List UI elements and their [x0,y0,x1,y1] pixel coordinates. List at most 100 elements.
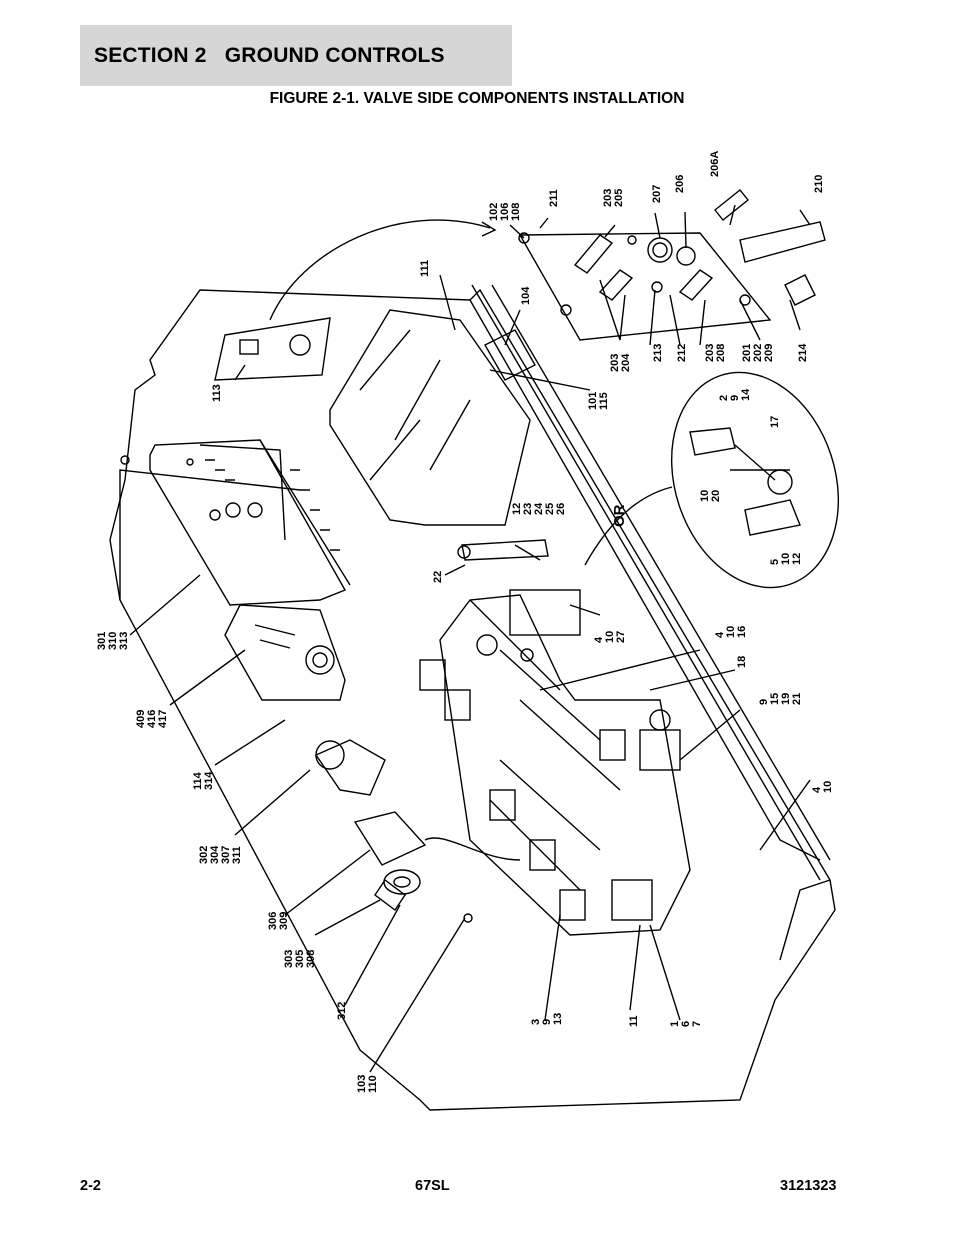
callout-209: 209 [763,344,775,362]
callout-203c: 203 [704,344,716,362]
callout-4c: 4 [811,786,823,793]
callout-202: 202 [752,344,764,362]
callout-7: 7 [691,1021,703,1027]
callout-12: 12 [791,553,803,565]
callout-101: 101 [587,392,599,410]
svg-text:41027: 41027 [593,631,627,643]
footer-model: 67SL [415,1178,450,1194]
svg-text:203205: 203205 [602,189,625,207]
callout-18: 18 [736,656,748,668]
callout-304: 304 [209,845,221,864]
svg-text:206A: 206A [709,151,721,177]
svg-text:9151921: 9151921 [758,693,803,705]
svg-text:206: 206 [674,175,686,193]
callout-204: 204 [620,353,632,372]
callout-310: 310 [107,632,119,650]
callout-104: 104 [520,286,532,305]
callout-labels: 102106108 211 203205 207 206 206A 210 11… [96,151,834,1093]
callout-9c: 9 [541,1019,553,1025]
callout-26: 26 [555,503,567,515]
callout-303: 303 [283,950,295,968]
svg-text:203208: 203208 [704,344,727,362]
svg-text:17: 17 [769,416,781,428]
callout-205: 205 [613,189,625,207]
callout-103: 103 [356,1075,368,1093]
svg-text:201202209: 201202209 [741,344,775,362]
callout-210: 210 [813,175,825,193]
callout-314: 314 [203,771,215,790]
callout-416: 416 [146,710,158,728]
callout-111: 111 [419,260,431,277]
callout-302: 302 [198,846,210,864]
callout-305: 305 [294,950,306,968]
svg-text:18: 18 [736,656,748,668]
svg-text:210: 210 [813,175,825,193]
callout-214: 214 [797,343,809,362]
callout-312: 312 [336,1002,348,1020]
svg-text:41016: 41016 [714,626,748,638]
callout-15: 15 [769,693,781,705]
section-title: SECTION 2 GROUND CONTROLS [94,43,445,67]
svg-text:167: 167 [669,1021,703,1027]
callout-206a: 206A [709,151,721,177]
svg-text:22: 22 [432,571,444,583]
svg-text:11: 11 [628,1015,640,1027]
callout-12b: 12 [511,503,523,515]
callout-114: 114 [192,771,204,790]
svg-text:3913: 3913 [530,1013,564,1025]
svg-text:114314: 114314 [192,771,215,790]
callout-115: 115 [598,392,610,410]
svg-text:212: 212 [676,344,688,362]
figure-title: FIGURE 2-1. VALVE SIDE COMPONENTS INSTAL… [269,90,685,107]
callout-102: 102 [488,203,500,221]
callout-6: 6 [680,1021,692,1027]
callout-307: 307 [220,846,232,864]
svg-text:113: 113 [211,384,223,402]
callout-306: 306 [267,912,279,930]
svg-text:1020: 1020 [699,490,722,502]
callout-10b: 10 [780,553,792,565]
callout-5: 5 [769,559,781,565]
callout-110: 110 [367,1075,379,1093]
callout-207: 207 [651,185,663,203]
callout-22: 22 [432,571,444,583]
svg-text:303305308: 303305308 [283,950,317,968]
svg-text:1223242526: 1223242526 [511,502,567,515]
callout-212: 212 [676,344,688,362]
callout-206: 206 [674,175,686,193]
callout-3: 3 [530,1019,542,1025]
callout-9b: 9 [758,699,770,705]
svg-text:111: 111 [419,260,431,277]
callout-21: 21 [791,693,803,705]
callout-313: 313 [118,632,130,650]
callout-201: 201 [741,344,753,362]
callout-106: 106 [499,203,511,221]
callout-417: 417 [157,710,169,728]
svg-text:213: 213 [652,344,664,362]
callout-1: 1 [669,1021,681,1027]
footer-doc-number: 3121323 [780,1178,837,1194]
svg-text:214: 214 [797,343,809,362]
drawing-linework [109,189,840,1111]
svg-text:OR: OR [611,504,628,527]
svg-text:203204: 203204 [609,353,632,372]
callout-19: 19 [780,693,792,705]
callout-11: 11 [628,1015,640,1027]
svg-text:312: 312 [336,1002,348,1020]
callout-or: OR [611,504,628,527]
svg-text:301310313: 301310313 [96,632,130,650]
svg-text:103110: 103110 [356,1075,379,1093]
callout-27: 27 [615,631,627,643]
callout-10e: 10 [822,781,834,793]
callout-301: 301 [96,632,108,650]
callout-308: 308 [305,950,317,968]
svg-text:2914: 2914 [718,388,752,401]
callout-4b: 4 [714,631,726,638]
callout-25: 25 [544,503,556,515]
callout-17: 17 [769,416,781,428]
svg-text:51012: 51012 [769,553,803,565]
callout-113: 113 [211,384,223,402]
section-header-band: SECTION 2 GROUND CONTROLS [80,25,512,86]
callout-203b: 203 [609,354,621,372]
callout-10d: 10 [725,626,737,638]
